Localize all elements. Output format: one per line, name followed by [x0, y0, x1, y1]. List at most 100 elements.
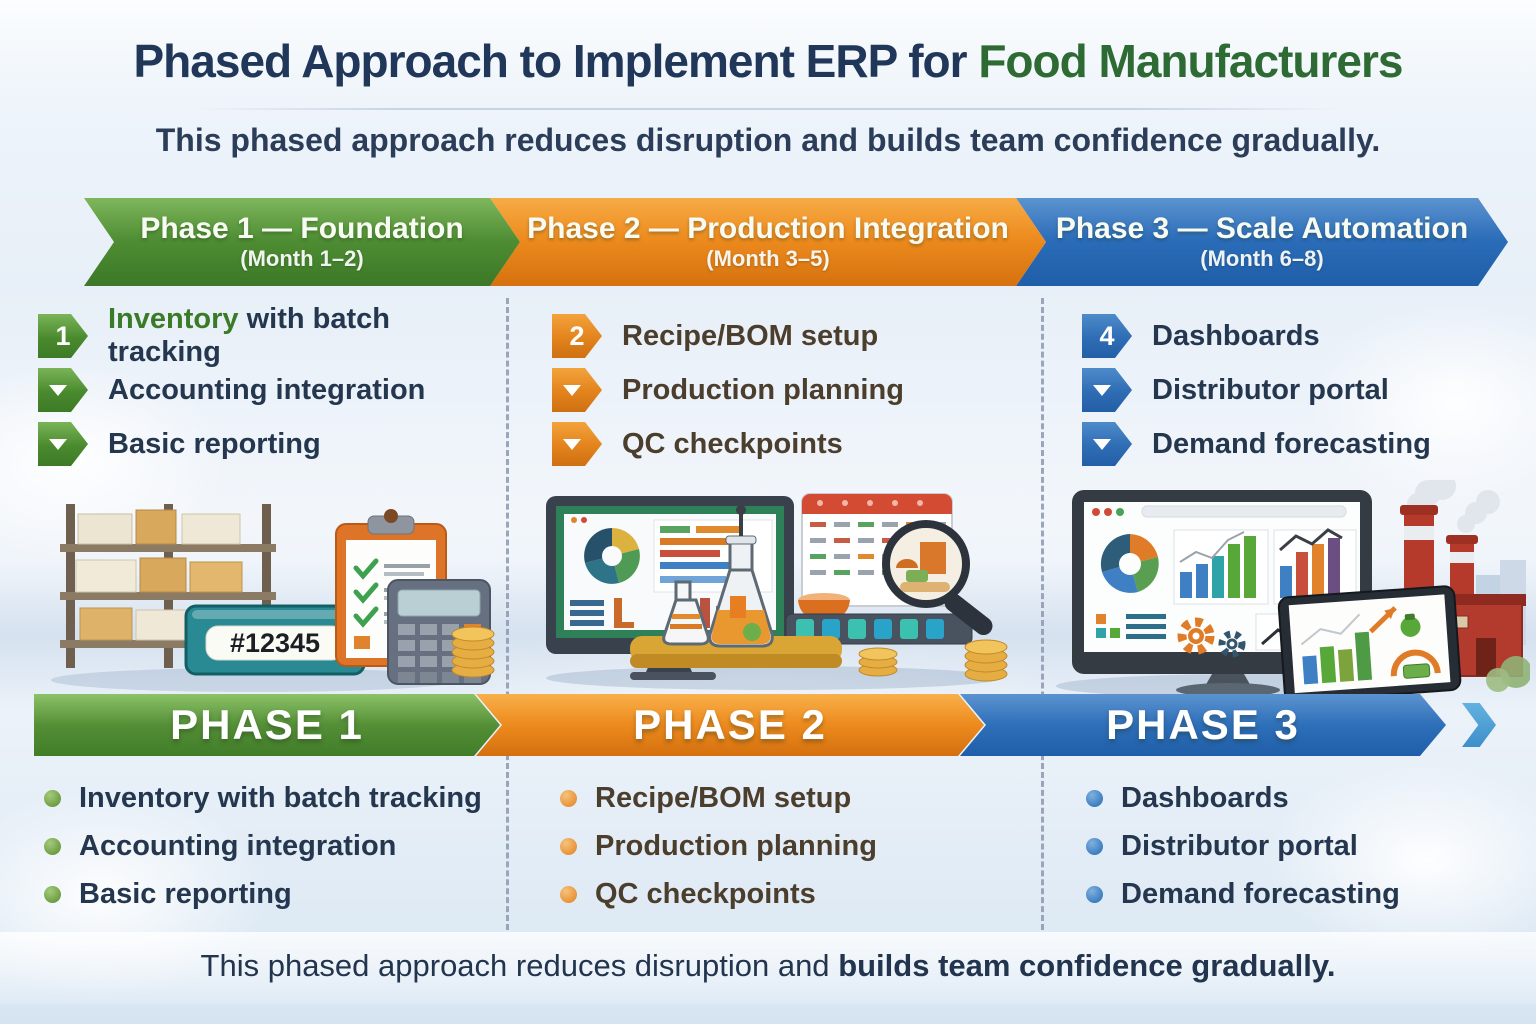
bullet-dot [1086, 837, 1103, 855]
feature-row: Distributor portal [1082, 368, 1522, 412]
badge-number: 2 [569, 320, 585, 351]
bullet-text: Basic reporting [79, 877, 292, 910]
feature-label: Production planning [622, 373, 904, 406]
bullet-text: QC checkpoints [595, 877, 816, 910]
bullet-item: Accounting integration [44, 824, 504, 868]
phase-3-illustration [1046, 480, 1530, 700]
phase-1-features: 1 Inventory with batch tracking Accounti… [38, 303, 508, 476]
bullet-text: Demand forecasting [1121, 877, 1400, 910]
phase-1-number-badge: 1 [38, 314, 88, 358]
badge-number: 1 [55, 320, 71, 351]
ribbon-phase-1-label: PHASE 1 [170, 701, 364, 748]
caret-glyph [563, 384, 581, 396]
bullet-dot [1086, 789, 1103, 807]
batch-number-label: #12345 [230, 628, 320, 658]
banner-phase-1-months: (Month 1–2) [240, 246, 364, 272]
feature-row: Production planning [552, 368, 1032, 412]
bullet-dot [560, 837, 577, 855]
bullet-text: Accounting integration [79, 829, 397, 862]
footer-text: This phased approach reduces disruption … [0, 932, 1536, 984]
subtitle: This phased approach reduces disruption … [155, 122, 1381, 158]
page-title: Phased Approach to Implement ERP for Foo… [0, 34, 1536, 88]
banner-phase-2-months: (Month 3–5) [706, 246, 830, 272]
banner-phase-1-title: Phase 1 — Foundation [140, 211, 464, 245]
feature-lead: Inventory [108, 303, 239, 335]
bullet-text: Dashboards [1121, 781, 1289, 814]
bullet-dot [1086, 885, 1103, 903]
footer: This phased approach reduces disruption … [0, 932, 1536, 1004]
bullet-item: Recipe/BOM setup [560, 776, 1030, 820]
banner-phase-3-months: (Month 6–8) [1200, 246, 1324, 272]
phase-2-illustration [534, 486, 1014, 692]
ribbon-phase-2-label: PHASE 2 [633, 701, 827, 748]
bullet-item: Distributor portal [1086, 824, 1526, 868]
banner-phase-2-title: Phase 2 — Production Integration [527, 211, 1009, 245]
bullet-text: Recipe/BOM setup [595, 781, 852, 814]
bullet-item: Demand forecasting [1086, 872, 1526, 916]
ribbon-phase-2: PHASE 2 [476, 694, 984, 756]
phase-3-features: 4 Dashboards Distributor portal Demand f… [1082, 314, 1522, 476]
feature-row: 2 Recipe/BOM setup [552, 314, 1032, 358]
bullet-dot [560, 789, 577, 807]
chevron-down-icon [38, 368, 88, 412]
bullet-item: Production planning [560, 824, 1030, 868]
phase-ribbons: PHASE 1 PHASE 2 PHASE 3 [34, 694, 1512, 756]
feature-text: with batch tracking [108, 303, 390, 368]
bullet-text: Distributor portal [1121, 829, 1358, 862]
phase-1-illustration: #12345 [36, 488, 500, 694]
footer-text-normal: This phased approach reduces disruption … [200, 948, 830, 983]
feature-row: Demand forecasting [1082, 422, 1522, 466]
phase-3-bullets: Dashboards Distributor portal Demand for… [1086, 776, 1526, 920]
feature-label: Demand forecasting [1152, 427, 1431, 460]
phase-2-features: 2 Recipe/BOM setup Production planning Q… [552, 314, 1032, 476]
title-main: Phased Approach to Implement ERP for [133, 35, 968, 87]
caret-glyph [49, 384, 67, 396]
caret-glyph [1093, 384, 1111, 396]
title-accent: Food Manufacturers [978, 35, 1403, 87]
caret-glyph [563, 438, 581, 450]
bullet-dot [44, 885, 61, 903]
feature-label: Recipe/BOM setup [622, 319, 879, 352]
ribbon-phase-1: PHASE 1 [34, 694, 500, 756]
bullet-dot [560, 885, 577, 903]
next-chevron-icon [1462, 703, 1496, 747]
feature-label: Accounting integration [108, 373, 426, 406]
feature-label: Dashboards [1152, 319, 1320, 352]
feature-row: 1 Inventory with batch tracking [38, 303, 508, 368]
bullet-item: Dashboards [1086, 776, 1526, 820]
column-divider [506, 298, 509, 930]
chevron-down-icon [1082, 422, 1132, 466]
chevron-down-icon [552, 422, 602, 466]
feature-label: Basic reporting [108, 427, 321, 460]
ribbon-phase-3: PHASE 3 [960, 694, 1446, 756]
bullet-dot [44, 837, 61, 855]
bullet-item: QC checkpoints [560, 872, 1030, 916]
feature-row: Accounting integration [38, 368, 508, 412]
chevron-down-icon [552, 368, 602, 412]
feature-row: Basic reporting [38, 422, 508, 466]
banner-phase-3-title: Phase 3 — Scale Automation [1055, 211, 1469, 245]
title-divider [195, 108, 1340, 110]
bullet-item: Inventory with batch tracking [44, 776, 504, 820]
column-divider [1041, 298, 1044, 930]
bullet-item: Basic reporting [44, 872, 504, 916]
feature-row: 4 Dashboards [1082, 314, 1522, 358]
banner-phase-3: Phase 3 — Scale Automation (Month 6–8) [1016, 198, 1508, 286]
feature-row: QC checkpoints [552, 422, 1032, 466]
footer-text-bold: builds team confidence gradually. [838, 948, 1336, 983]
phase-2-number-badge: 2 [552, 314, 602, 358]
ribbon-phase-3-label: PHASE 3 [1106, 701, 1300, 748]
bullet-text: Production planning [595, 829, 877, 862]
caret-glyph [1093, 438, 1111, 450]
phase-1-bullets: Inventory with batch tracking Accounting… [44, 776, 504, 920]
timeline-banners: Phase 1 — Foundation (Month 1–2) Phase 2… [84, 198, 1508, 286]
phase-2-bullets: Recipe/BOM setup Production planning QC … [560, 776, 1030, 920]
feature-label: QC checkpoints [622, 427, 843, 460]
feature-label: Inventory with batch tracking [108, 303, 508, 369]
banner-phase-1: Phase 1 — Foundation (Month 1–2) [84, 198, 520, 286]
badge-number: 4 [1099, 320, 1115, 351]
phase-3-number-badge: 4 [1082, 314, 1132, 358]
chevron-down-icon [1082, 368, 1132, 412]
bullet-dot [44, 789, 61, 807]
